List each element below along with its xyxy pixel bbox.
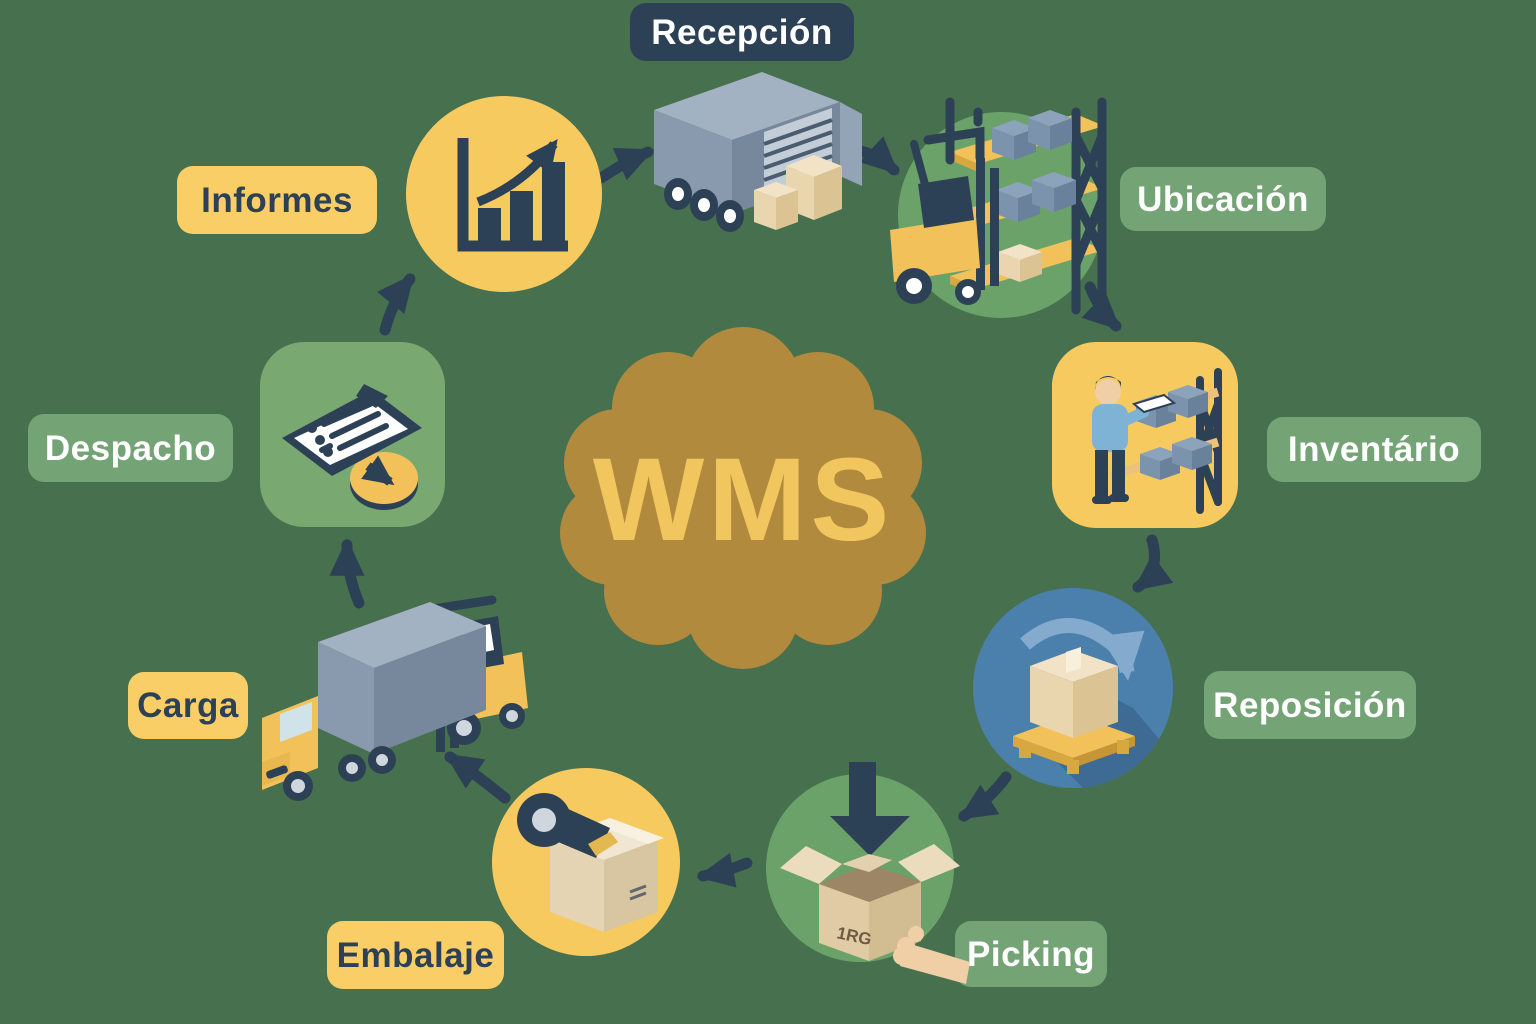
- wms-title: WMS: [592, 434, 894, 566]
- label-ubicacion: Ubicación: [1120, 167, 1326, 231]
- picker-hand: [893, 926, 970, 984]
- delivery-truck-icon: [654, 72, 862, 232]
- label-picking: Picking: [955, 921, 1107, 987]
- truck-loading-icon: [262, 595, 528, 801]
- arrow-ubicacion-to-inventario: [1081, 281, 1122, 332]
- label-inventario: Inventário: [1267, 417, 1481, 482]
- arrow-inventario-to-reposicion: [1132, 534, 1174, 593]
- tape-dispenser: [517, 793, 618, 858]
- label-informes: Informes: [177, 166, 377, 234]
- arrow-embalaje-to-carga: [444, 751, 511, 804]
- clipboard: [282, 384, 422, 476]
- label-despacho: Despacho: [28, 414, 233, 482]
- forklift-shelving-icon: [890, 97, 1107, 315]
- received-boxes: [754, 155, 842, 230]
- arrow-carga-to-despacho: [329, 538, 365, 609]
- dispatch-coin: [350, 452, 418, 510]
- arrow-informes-to-recepcion: [595, 146, 655, 184]
- arrow-picking-to-embalaje: [696, 852, 753, 888]
- pallet-restock-icon: [1013, 618, 1173, 788]
- counted-boxes: [1136, 385, 1212, 480]
- truck-cab: [262, 696, 318, 790]
- label-embalaje: Embalaje: [327, 921, 504, 989]
- scalloped-blob-shape: [560, 327, 926, 669]
- arrow-despacho-to-informes: [376, 273, 416, 336]
- bar-chart-icon: [457, 138, 568, 252]
- tape-box-icon: [517, 793, 664, 932]
- arrow-reposicion-to-picking: [958, 771, 1012, 822]
- label-carga: Carga: [128, 672, 248, 739]
- insert-arrow: [830, 762, 910, 856]
- forklift: [890, 126, 999, 305]
- stored-boxes: [992, 110, 1076, 282]
- warehouse-worker: [1092, 375, 1177, 504]
- dispatch-clipboard-icon: [282, 384, 422, 510]
- label-recepcion: Recepción: [630, 3, 854, 61]
- open-box-picking-icon: 1RG: [780, 762, 970, 984]
- inventory-check-icon: [1092, 368, 1222, 514]
- label-reposicion: Reposición: [1204, 671, 1416, 739]
- wms-center-badge: WMS: [556, 327, 930, 669]
